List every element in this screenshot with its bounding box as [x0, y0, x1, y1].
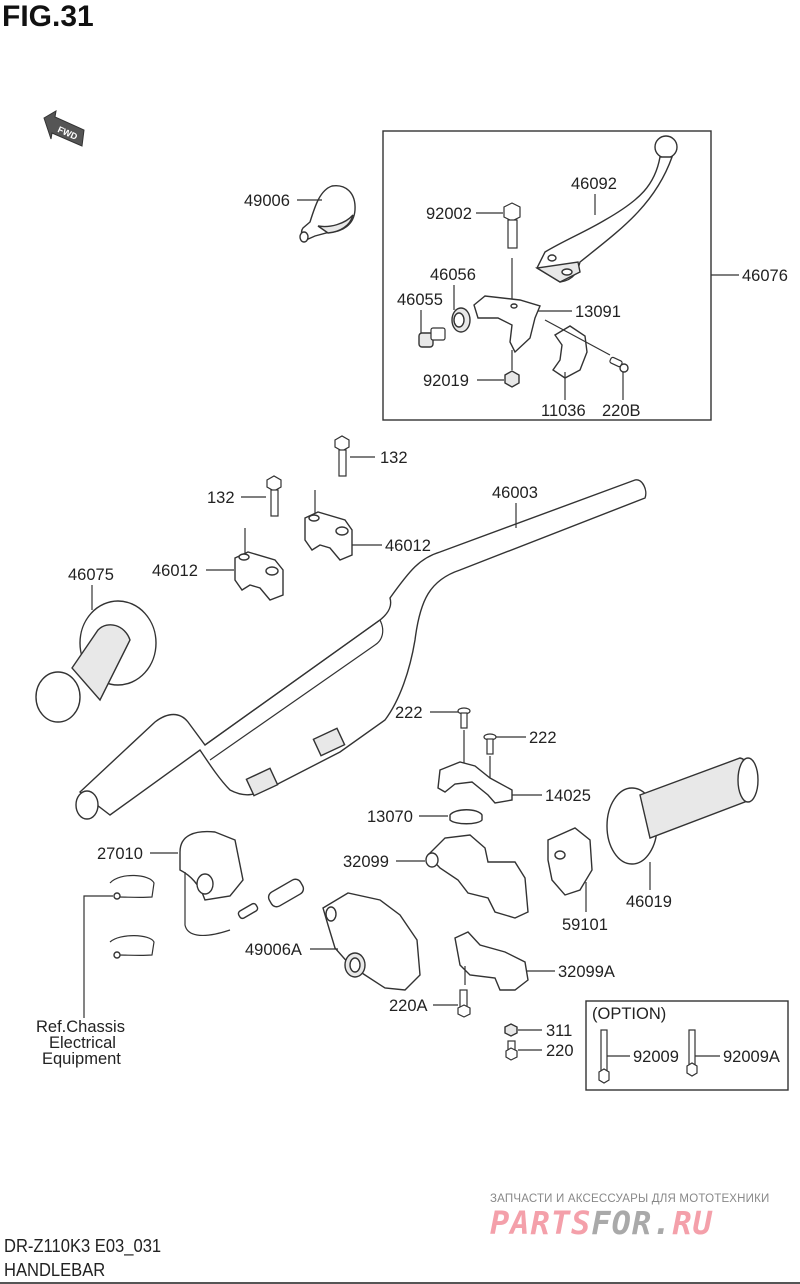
part-46003-handlebar[interactable]: [75, 479, 647, 820]
part-46019-throttle-grip[interactable]: [606, 757, 759, 865]
part-cable-tie-upper[interactable]: [109, 874, 155, 900]
callout-11036[interactable]: 11036: [541, 402, 586, 420]
option-box: [585, 1000, 789, 1091]
part-13091-lever-bracket[interactable]: [473, 295, 541, 354]
watermark-brand: PARTSFOR.RU: [490, 1204, 713, 1242]
part-46056-adjuster-wheel[interactable]: [451, 307, 471, 333]
part-92009A-bolt[interactable]: [686, 1029, 698, 1077]
callout-311[interactable]: 311: [546, 1022, 572, 1040]
callout-222-a[interactable]: 222: [395, 704, 423, 722]
callout-46076[interactable]: 46076: [742, 267, 788, 285]
watermark-brand-part3: RU: [672, 1204, 713, 1242]
callout-27010[interactable]: 27010: [97, 845, 143, 863]
callout-46012-right[interactable]: 46012: [385, 537, 431, 555]
part-11036-holder[interactable]: [544, 319, 611, 379]
callout-14025[interactable]: 14025: [545, 787, 591, 805]
watermark-tagline: ЗАПЧАСТИ И АКСЕССУАРЫ ДЛЯ МОТОТЕХНИКИ: [490, 1193, 770, 1205]
part-311-nut[interactable]: [504, 1023, 518, 1037]
part-92009-bolt[interactable]: [598, 1029, 610, 1084]
part-14025-cable-guide[interactable]: [437, 761, 513, 804]
part-220B-screw[interactable]: [609, 356, 629, 373]
callout-49006A[interactable]: 49006A: [245, 941, 302, 959]
callout-46003[interactable]: 46003: [492, 484, 538, 502]
part-46012-clamp-right[interactable]: [304, 490, 353, 561]
fwd-arrow-icon: FWD: [43, 110, 85, 147]
part-92002-pivot-bolt[interactable]: [503, 202, 521, 300]
ref-note-line3: Equipment: [42, 1050, 121, 1068]
callout-32099A[interactable]: 32099A: [558, 963, 615, 981]
part-92019-nut[interactable]: [504, 350, 520, 388]
part-46075-left-grip[interactable]: [35, 600, 157, 723]
callout-92002[interactable]: 92002: [426, 205, 472, 223]
leader-ref-chassis: [83, 895, 113, 1018]
callout-220[interactable]: 220: [546, 1042, 574, 1060]
part-220-screw[interactable]: [505, 1040, 518, 1061]
part-49006-lever-cover[interactable]: [299, 185, 356, 243]
callout-46056[interactable]: 46056: [430, 266, 476, 284]
callout-32099[interactable]: 32099: [343, 853, 389, 871]
callout-220B[interactable]: 220B: [602, 402, 641, 420]
part-46012-clamp-left[interactable]: [234, 528, 284, 601]
part-27010-kill-switch[interactable]: [179, 830, 306, 937]
callout-59101[interactable]: 59101: [562, 916, 608, 934]
watermark-brand-part1: PARTS: [490, 1204, 592, 1242]
callout-49006[interactable]: 49006: [244, 192, 290, 210]
callout-46019[interactable]: 46019: [626, 893, 672, 911]
part-222-screw-a[interactable]: [457, 707, 471, 763]
callout-13070[interactable]: 13070: [367, 808, 413, 826]
callout-13091[interactable]: 13091: [575, 303, 621, 321]
part-49006A-housing-cover[interactable]: [322, 892, 421, 991]
callout-92019[interactable]: 92019: [423, 372, 469, 390]
part-32099A-lower-housing[interactable]: [454, 931, 529, 991]
section-name: HANDLEBAR: [4, 1260, 106, 1280]
bottom-border: [0, 1282, 800, 1284]
ref-note-line2: Electrical: [49, 1034, 116, 1052]
part-32099-throttle-housing[interactable]: [425, 834, 529, 919]
model-code: DR-Z110K3 E03_031: [4, 1236, 162, 1256]
callout-132-left[interactable]: 132: [207, 489, 235, 507]
part-220A-bolt[interactable]: [457, 989, 471, 1018]
part-cable-tie-lower[interactable]: [109, 935, 155, 959]
part-132-bolt-left[interactable]: [266, 475, 282, 517]
callout-92009[interactable]: 92009: [633, 1048, 679, 1066]
callout-46012-left[interactable]: 46012: [152, 562, 198, 580]
part-59101-throttle-pulley[interactable]: [547, 827, 593, 896]
part-46055-adjuster-bolt[interactable]: [418, 327, 446, 348]
callout-132-right[interactable]: 132: [380, 449, 408, 467]
option-title: (OPTION): [592, 1005, 666, 1023]
callout-92009A[interactable]: 92009A: [723, 1048, 780, 1066]
part-13070-ring[interactable]: [449, 809, 483, 825]
watermark-brand-part2: FOR.: [591, 1204, 673, 1242]
callout-46092[interactable]: 46092: [571, 175, 617, 193]
callout-46075[interactable]: 46075: [68, 566, 114, 584]
figure-title: FIG.31: [2, 0, 94, 33]
callout-222-b[interactable]: 222: [529, 729, 557, 747]
part-46092-clutch-lever[interactable]: [534, 135, 678, 283]
ref-note-line1: Ref.Chassis: [36, 1018, 125, 1036]
part-132-bolt-right[interactable]: [334, 435, 350, 477]
callout-46055[interactable]: 46055: [397, 291, 443, 309]
callout-220A[interactable]: 220A: [389, 997, 428, 1015]
